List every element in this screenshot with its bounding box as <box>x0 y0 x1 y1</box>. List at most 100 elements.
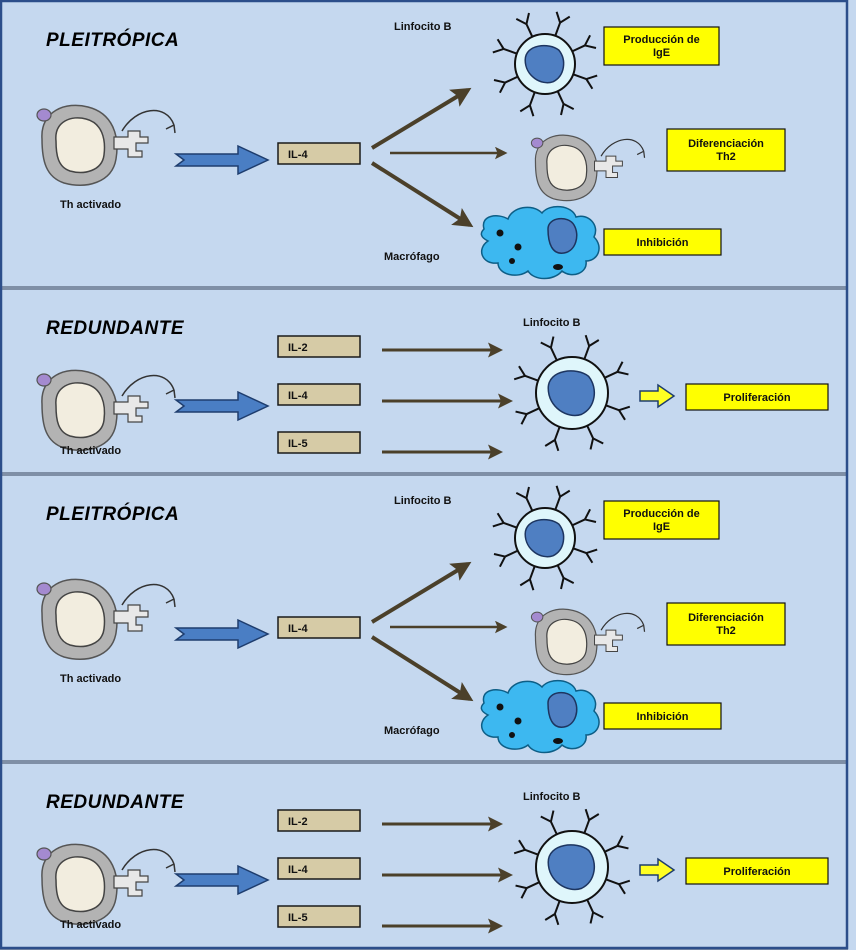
b-cell <box>492 485 598 591</box>
macrophage-granule <box>496 703 504 711</box>
th-cell-label: Th activado <box>60 673 121 685</box>
outcome-label: Inhibición <box>637 237 689 249</box>
th-receptor-blob <box>530 611 544 623</box>
th-curved-arrow <box>600 612 645 631</box>
b-cell-nucleus <box>524 44 565 84</box>
th-receptor-blob <box>530 137 544 149</box>
outcome-label: Proliferación <box>723 392 791 404</box>
th-curved-arrow-tip <box>165 124 176 134</box>
antibody-arm <box>519 104 531 113</box>
macrophage-granule <box>509 258 515 264</box>
th-cell <box>36 843 176 925</box>
antibody-arm <box>618 405 631 412</box>
interleukin-label: IL-5 <box>288 912 308 924</box>
th-cell-nucleus <box>546 618 588 665</box>
effect-arrow <box>370 561 472 624</box>
outcome-label: Diferenciación <box>688 138 764 150</box>
antibody-arm <box>589 912 595 924</box>
antibody-arm <box>584 518 597 523</box>
th-curved-arrow-tip <box>165 389 176 399</box>
proliferation-arrow <box>639 383 676 409</box>
antibody-arm <box>559 489 571 498</box>
interleukin-label: IL-4 <box>288 390 308 402</box>
antibody-arm <box>528 105 535 117</box>
th-cell <box>530 134 646 202</box>
effect-arrow <box>370 161 474 228</box>
th-cell-nucleus <box>55 856 106 913</box>
interleukin-box <box>277 335 361 358</box>
interleukin-box <box>277 431 361 454</box>
antibody-arm <box>525 12 530 25</box>
outcome-box <box>603 702 722 730</box>
interleukin-box <box>277 905 361 928</box>
macrophage-nucleus <box>547 217 578 254</box>
th-receptor <box>113 604 149 632</box>
interleukin-box <box>277 616 361 639</box>
macrophage-membrane <box>480 679 600 754</box>
macrophage-granule <box>514 243 522 251</box>
outcome-box <box>685 857 829 885</box>
interleukin-box <box>277 383 361 406</box>
antibody-arm <box>592 437 604 445</box>
antibody-arm <box>584 508 591 520</box>
antibody-arm <box>589 438 595 450</box>
antibody-arm <box>525 486 530 499</box>
macrophage-cell <box>480 205 600 280</box>
blue-signal-arrow <box>173 864 270 896</box>
antibody-arm <box>563 577 575 584</box>
antibody-arm <box>617 844 629 850</box>
antibody-arm <box>584 334 591 347</box>
outcome-box <box>603 500 720 540</box>
b-cell-nucleus <box>547 370 596 417</box>
antibody-arm <box>499 556 506 568</box>
outcome-box <box>666 602 786 646</box>
antibody-arm <box>618 409 626 421</box>
antibody-arm <box>553 439 560 452</box>
antibody-arm <box>540 341 552 349</box>
antibody-arm <box>560 103 565 116</box>
antibody-arm <box>528 579 535 591</box>
interleukin-box <box>277 809 361 832</box>
antibody-arm <box>519 578 531 587</box>
antibody-arm <box>493 79 506 84</box>
antibody-arm <box>496 38 505 50</box>
th-receptor <box>594 155 623 178</box>
th-receptor <box>113 869 149 897</box>
th-curved-arrow-tip <box>636 150 646 158</box>
macrophage-nucleus <box>547 691 578 728</box>
antibody-arm <box>585 78 594 90</box>
panel-frame <box>0 288 848 474</box>
effect-arrow <box>370 87 472 150</box>
outcome-label: Th2 <box>716 151 736 163</box>
outcome-box <box>685 383 829 411</box>
antibody-arm <box>586 74 598 81</box>
macrophage-granule <box>509 732 515 738</box>
effect-arrow <box>370 635 474 702</box>
macrophage-granule <box>553 264 563 270</box>
antibody-arm <box>540 815 552 823</box>
th-cell-nucleus <box>55 591 106 648</box>
antibody-arm <box>560 577 565 590</box>
b-cell-label: Linfocito B <box>523 317 580 329</box>
outcome-label: IgE <box>653 47 670 59</box>
interleukin-box <box>277 142 361 165</box>
antibody-arm <box>518 365 526 377</box>
antibody-arm <box>515 18 527 25</box>
outcome-box <box>603 228 722 256</box>
antibody-arm <box>584 808 591 821</box>
th-curved-arrow <box>121 848 175 871</box>
antibody-arm <box>616 835 624 847</box>
interleukin-label: IL-2 <box>288 816 308 828</box>
antibody-arm <box>618 883 626 895</box>
antibody-arm <box>617 370 629 376</box>
macrophage-granule <box>553 738 563 744</box>
antibody-arm <box>515 410 527 416</box>
b-cell-label: Linfocito B <box>394 21 451 33</box>
macrophage-cell <box>480 679 600 754</box>
